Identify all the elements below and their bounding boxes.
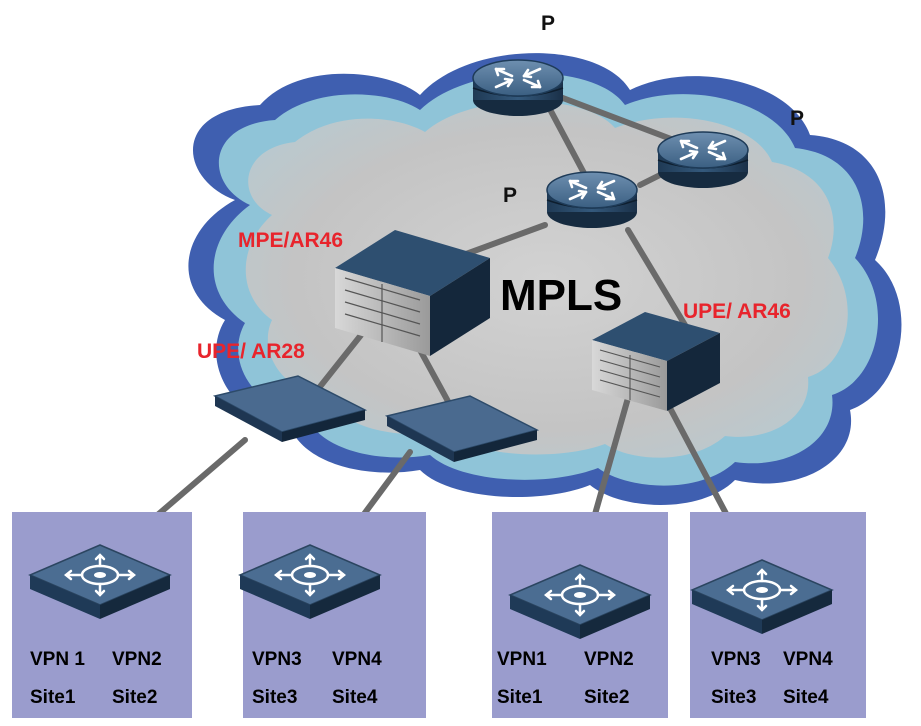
- site-3-site-b: Site2: [584, 687, 629, 708]
- p-center-label: P: [503, 184, 517, 207]
- p-right-label: P: [790, 107, 804, 130]
- site-4-vpn-a: VPN3: [711, 649, 761, 670]
- site-3-vpn-b: VPN2: [584, 649, 634, 670]
- site-1-vpn-a: VPN 1: [30, 649, 85, 670]
- site-2-vpn-a: VPN3: [252, 649, 302, 670]
- p-router-right-icon: [656, 130, 750, 190]
- site-4-site-a: Site3: [711, 687, 756, 708]
- p-top-label: P: [541, 12, 555, 35]
- upe-left-label: UPE/ AR28: [197, 340, 305, 363]
- upe-right-chassis-icon: [592, 312, 720, 411]
- link-p-right-p-center: [637, 172, 663, 188]
- link-p-center-upe-right: [625, 227, 688, 328]
- mpls-cloud-label: MPLS: [500, 271, 622, 320]
- link-mpe-upe-left-b: [417, 347, 453, 408]
- site-4-site-b: Site4: [783, 687, 829, 708]
- p-router-top-icon: [471, 58, 565, 118]
- link-mpe-upe-left-a: [312, 327, 368, 396]
- site-2-vpn-b: VPN4: [332, 649, 382, 670]
- site-1-site-b: Site2: [112, 687, 157, 708]
- site-1-vpn-b: VPN2: [112, 649, 162, 670]
- link-p-top-p-center: [542, 97, 588, 178]
- site-4-vpn-b: VPN4: [783, 649, 833, 670]
- site-3-site-a: Site1: [497, 687, 543, 708]
- site-3-vpn-a: VPN1: [497, 649, 547, 670]
- mpe-chassis-icon: [335, 230, 490, 356]
- site-2-site-a: Site3: [252, 687, 297, 708]
- upe-right-label: UPE/ AR46: [683, 300, 791, 323]
- mpe-label: MPE/AR46: [238, 229, 343, 252]
- p-router-center-icon: [545, 170, 639, 230]
- site-1-site-a: Site1: [30, 687, 76, 708]
- site-box-2: [243, 512, 426, 718]
- site-2-site-b: Site4: [332, 687, 378, 708]
